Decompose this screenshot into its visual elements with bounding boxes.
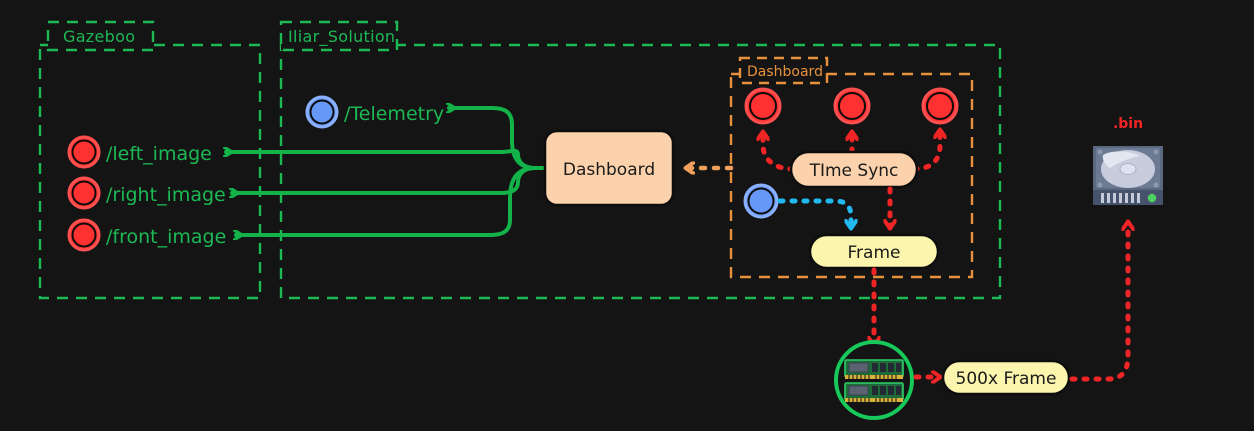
topic-right-image[interactable]: /right_image (67, 176, 226, 210)
inner-topic-blue-inner (747, 187, 775, 215)
topic-left-image[interactable]: /left_image (67, 135, 212, 169)
iliar-solution-label-box (279, 20, 399, 52)
edge-timesync-to-topic3 (911, 127, 940, 172)
green-edge-right-image (232, 166, 537, 193)
right-image-topic-label: /right_image (106, 184, 226, 206)
topic-front-image[interactable]: /front_image (67, 218, 226, 252)
green-edge-left-image (226, 151, 537, 170)
bin-file-label: .bin (1113, 116, 1143, 132)
inner-topic-blue[interactable] (743, 183, 779, 219)
green-edge-front-image (236, 166, 537, 235)
gazeboo-boundary (38, 43, 262, 300)
iliar-solution-boundary (279, 43, 1002, 300)
left-image-topic-label: /left_image (106, 143, 212, 165)
telemetry-topic-label: /Telemetry (344, 103, 444, 125)
green-edge-telemetry (449, 108, 537, 170)
timesync-publish-edges (763, 127, 940, 172)
inner-topic-2-inner (838, 92, 866, 120)
ram-memory-icon (844, 359, 904, 402)
node-dashboard[interactable]: Dashboard (543, 129, 675, 207)
inner-topic-2[interactable] (833, 87, 871, 125)
edge-bluetopic-to-frame (777, 198, 851, 231)
frame-500x-box[interactable] (941, 359, 1071, 396)
hard-disk-icon[interactable] (1093, 146, 1163, 205)
storage-bin[interactable]: .bin (1093, 116, 1163, 205)
group-dashboard: Dashboard (729, 56, 974, 279)
front-image-topic-label: /front_image (106, 226, 226, 248)
node-frame[interactable]: Frame (808, 233, 940, 270)
inner-topic-1-inner (749, 92, 777, 120)
time-sync-box[interactable] (789, 150, 919, 189)
front-image-topic-inner (71, 222, 97, 248)
telemetry-topic-inner (309, 99, 335, 125)
right-image-topic-inner (71, 180, 97, 206)
frame-500x-label: 500x Frame (956, 369, 1057, 389)
gazeboo-label-box (46, 20, 155, 52)
time-sync-label: TIme Sync (809, 161, 899, 181)
node-500x-frame[interactable]: 500x Frame (941, 359, 1071, 396)
inner-topic-3-inner (926, 92, 954, 120)
inner-topic-1[interactable] (744, 87, 782, 125)
dashboard-group-boundary (729, 72, 974, 279)
frame-label: Frame (848, 243, 901, 263)
node-time-sync[interactable]: TIme Sync (789, 150, 919, 189)
dashboard-group-label: Dashboard (747, 64, 823, 80)
iliar-solution-label: Iliar_Solution (288, 27, 395, 47)
group-iliar-solution: Iliar_Solution (279, 20, 1002, 300)
left-image-topic-inner (71, 139, 97, 165)
dashboard-group-label-box (738, 56, 829, 85)
topic-telemetry[interactable]: /Telemetry (305, 95, 444, 129)
gazeboo-label: Gazeboo (63, 27, 135, 46)
edge-500x-frame-to-bin (1069, 219, 1128, 382)
dashboard-node-box[interactable] (543, 129, 675, 207)
green-connection-bundle (226, 108, 545, 235)
memory-circle[interactable] (834, 340, 914, 420)
memory-store[interactable] (834, 340, 914, 420)
edge-timesync-to-topic1 (763, 129, 796, 172)
group-gazeboo: Gazeboo (38, 20, 262, 300)
dashboard-node-label: Dashboard (563, 160, 655, 180)
inner-topic-3[interactable] (921, 87, 959, 125)
